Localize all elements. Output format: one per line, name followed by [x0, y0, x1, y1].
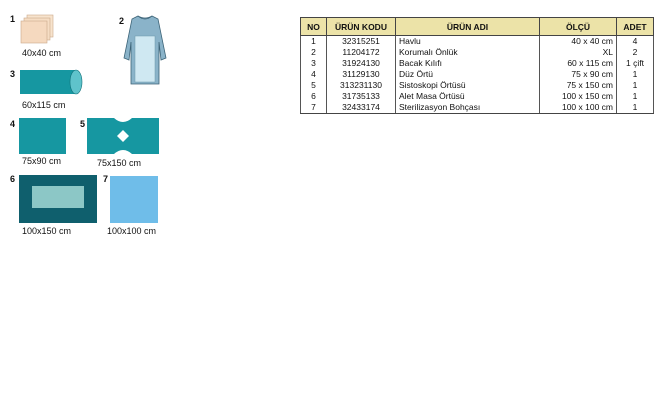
row-size: 75 x 150 cm: [539, 80, 617, 91]
product-4-number: 4: [10, 119, 16, 129]
surgical-gown-image: [123, 15, 167, 85]
leg-cover-image: [20, 69, 83, 95]
row-code: 313231130: [326, 80, 396, 91]
table-row: 7 32433174 Sterilizasyon Bohçası 100 x 1…: [300, 102, 654, 114]
product-3-caption: 60x115 cm: [22, 100, 66, 110]
cystoscopy-drape-image: [87, 118, 159, 154]
row-qty: 1: [616, 102, 654, 114]
product-2-number: 2: [119, 16, 125, 26]
product-4-caption: 75x90 cm: [22, 156, 62, 166]
table-header-row: NO ÜRÜN KODU ÜRÜN ADI ÖLÇÜ ADET: [300, 17, 654, 36]
table-row: 3 31924130 Bacak Kılıfı 60 x 115 cm 1 çi…: [300, 58, 654, 69]
row-size: 75 x 90 cm: [539, 69, 617, 80]
row-no: 7: [300, 102, 327, 114]
header-qty: ADET: [616, 17, 654, 36]
row-code: 31924130: [326, 58, 396, 69]
row-qty: 1: [616, 80, 654, 91]
row-name: Bacak Kılıfı: [395, 58, 540, 69]
product-6-number: 6: [10, 174, 16, 184]
row-name: Havlu: [395, 35, 540, 47]
row-code: 32433174: [326, 102, 396, 114]
header-size: ÖLÇÜ: [539, 17, 617, 36]
header-name: ÜRÜN ADI: [395, 17, 540, 36]
towel-stack-image: [20, 14, 54, 44]
row-name: Düz Örtü: [395, 69, 540, 80]
product-1-caption: 40x40 cm: [22, 48, 62, 58]
product-6-caption: 100x150 cm: [22, 226, 72, 236]
product-3-number: 3: [10, 69, 16, 79]
row-size: 100 x 150 cm: [539, 91, 617, 102]
row-size: 40 x 40 cm: [539, 35, 617, 47]
row-qty: 1: [616, 91, 654, 102]
row-size: XL: [539, 47, 617, 58]
row-no: 2: [300, 47, 327, 58]
row-qty: 1 çift: [616, 58, 654, 69]
plain-drape-image: [19, 118, 66, 154]
row-code: 11204172: [326, 47, 396, 58]
row-name: Sterilizasyon Bohçası: [395, 102, 540, 114]
header-code: ÜRÜN KODU: [326, 17, 396, 36]
row-no: 6: [300, 91, 327, 102]
product-7-number: 7: [103, 174, 109, 184]
row-name: Sistoskopi Örtüsü: [395, 80, 540, 91]
sterilization-wrap-image: [110, 176, 158, 223]
row-name: Alet Masa Örtüsü: [395, 91, 540, 102]
row-code: 31129130: [326, 69, 396, 80]
product-table: NO ÜRÜN KODU ÜRÜN ADI ÖLÇÜ ADET 1 323152…: [300, 17, 654, 114]
row-no: 4: [300, 69, 327, 80]
row-no: 5: [300, 80, 327, 91]
product-5-number: 5: [80, 119, 86, 129]
row-qty: 4: [616, 35, 654, 47]
row-code: 31735133: [326, 91, 396, 102]
table-row: 4 31129130 Düz Örtü 75 x 90 cm 1: [300, 69, 654, 80]
row-qty: 2: [616, 47, 654, 58]
row-name: Korumalı Önlük: [395, 47, 540, 58]
table-row: 5 313231130 Sistoskopi Örtüsü 75 x 150 c…: [300, 80, 654, 91]
row-code: 32315251: [326, 35, 396, 47]
table-row: 2 11204172 Korumalı Önlük XL 2: [300, 47, 654, 58]
table-row: 6 31735133 Alet Masa Örtüsü 100 x 150 cm…: [300, 91, 654, 102]
product-7-caption: 100x100 cm: [107, 226, 157, 236]
instrument-table-cover-image: [19, 175, 97, 223]
product-5-caption: 75x150 cm: [97, 158, 142, 168]
row-qty: 1: [616, 69, 654, 80]
table-row: 1 32315251 Havlu 40 x 40 cm 4: [300, 35, 654, 47]
row-size: 60 x 115 cm: [539, 58, 617, 69]
header-no: NO: [300, 17, 327, 36]
row-no: 3: [300, 58, 327, 69]
product-1-number: 1: [10, 14, 16, 24]
row-size: 100 x 100 cm: [539, 102, 617, 114]
row-no: 1: [300, 35, 327, 47]
